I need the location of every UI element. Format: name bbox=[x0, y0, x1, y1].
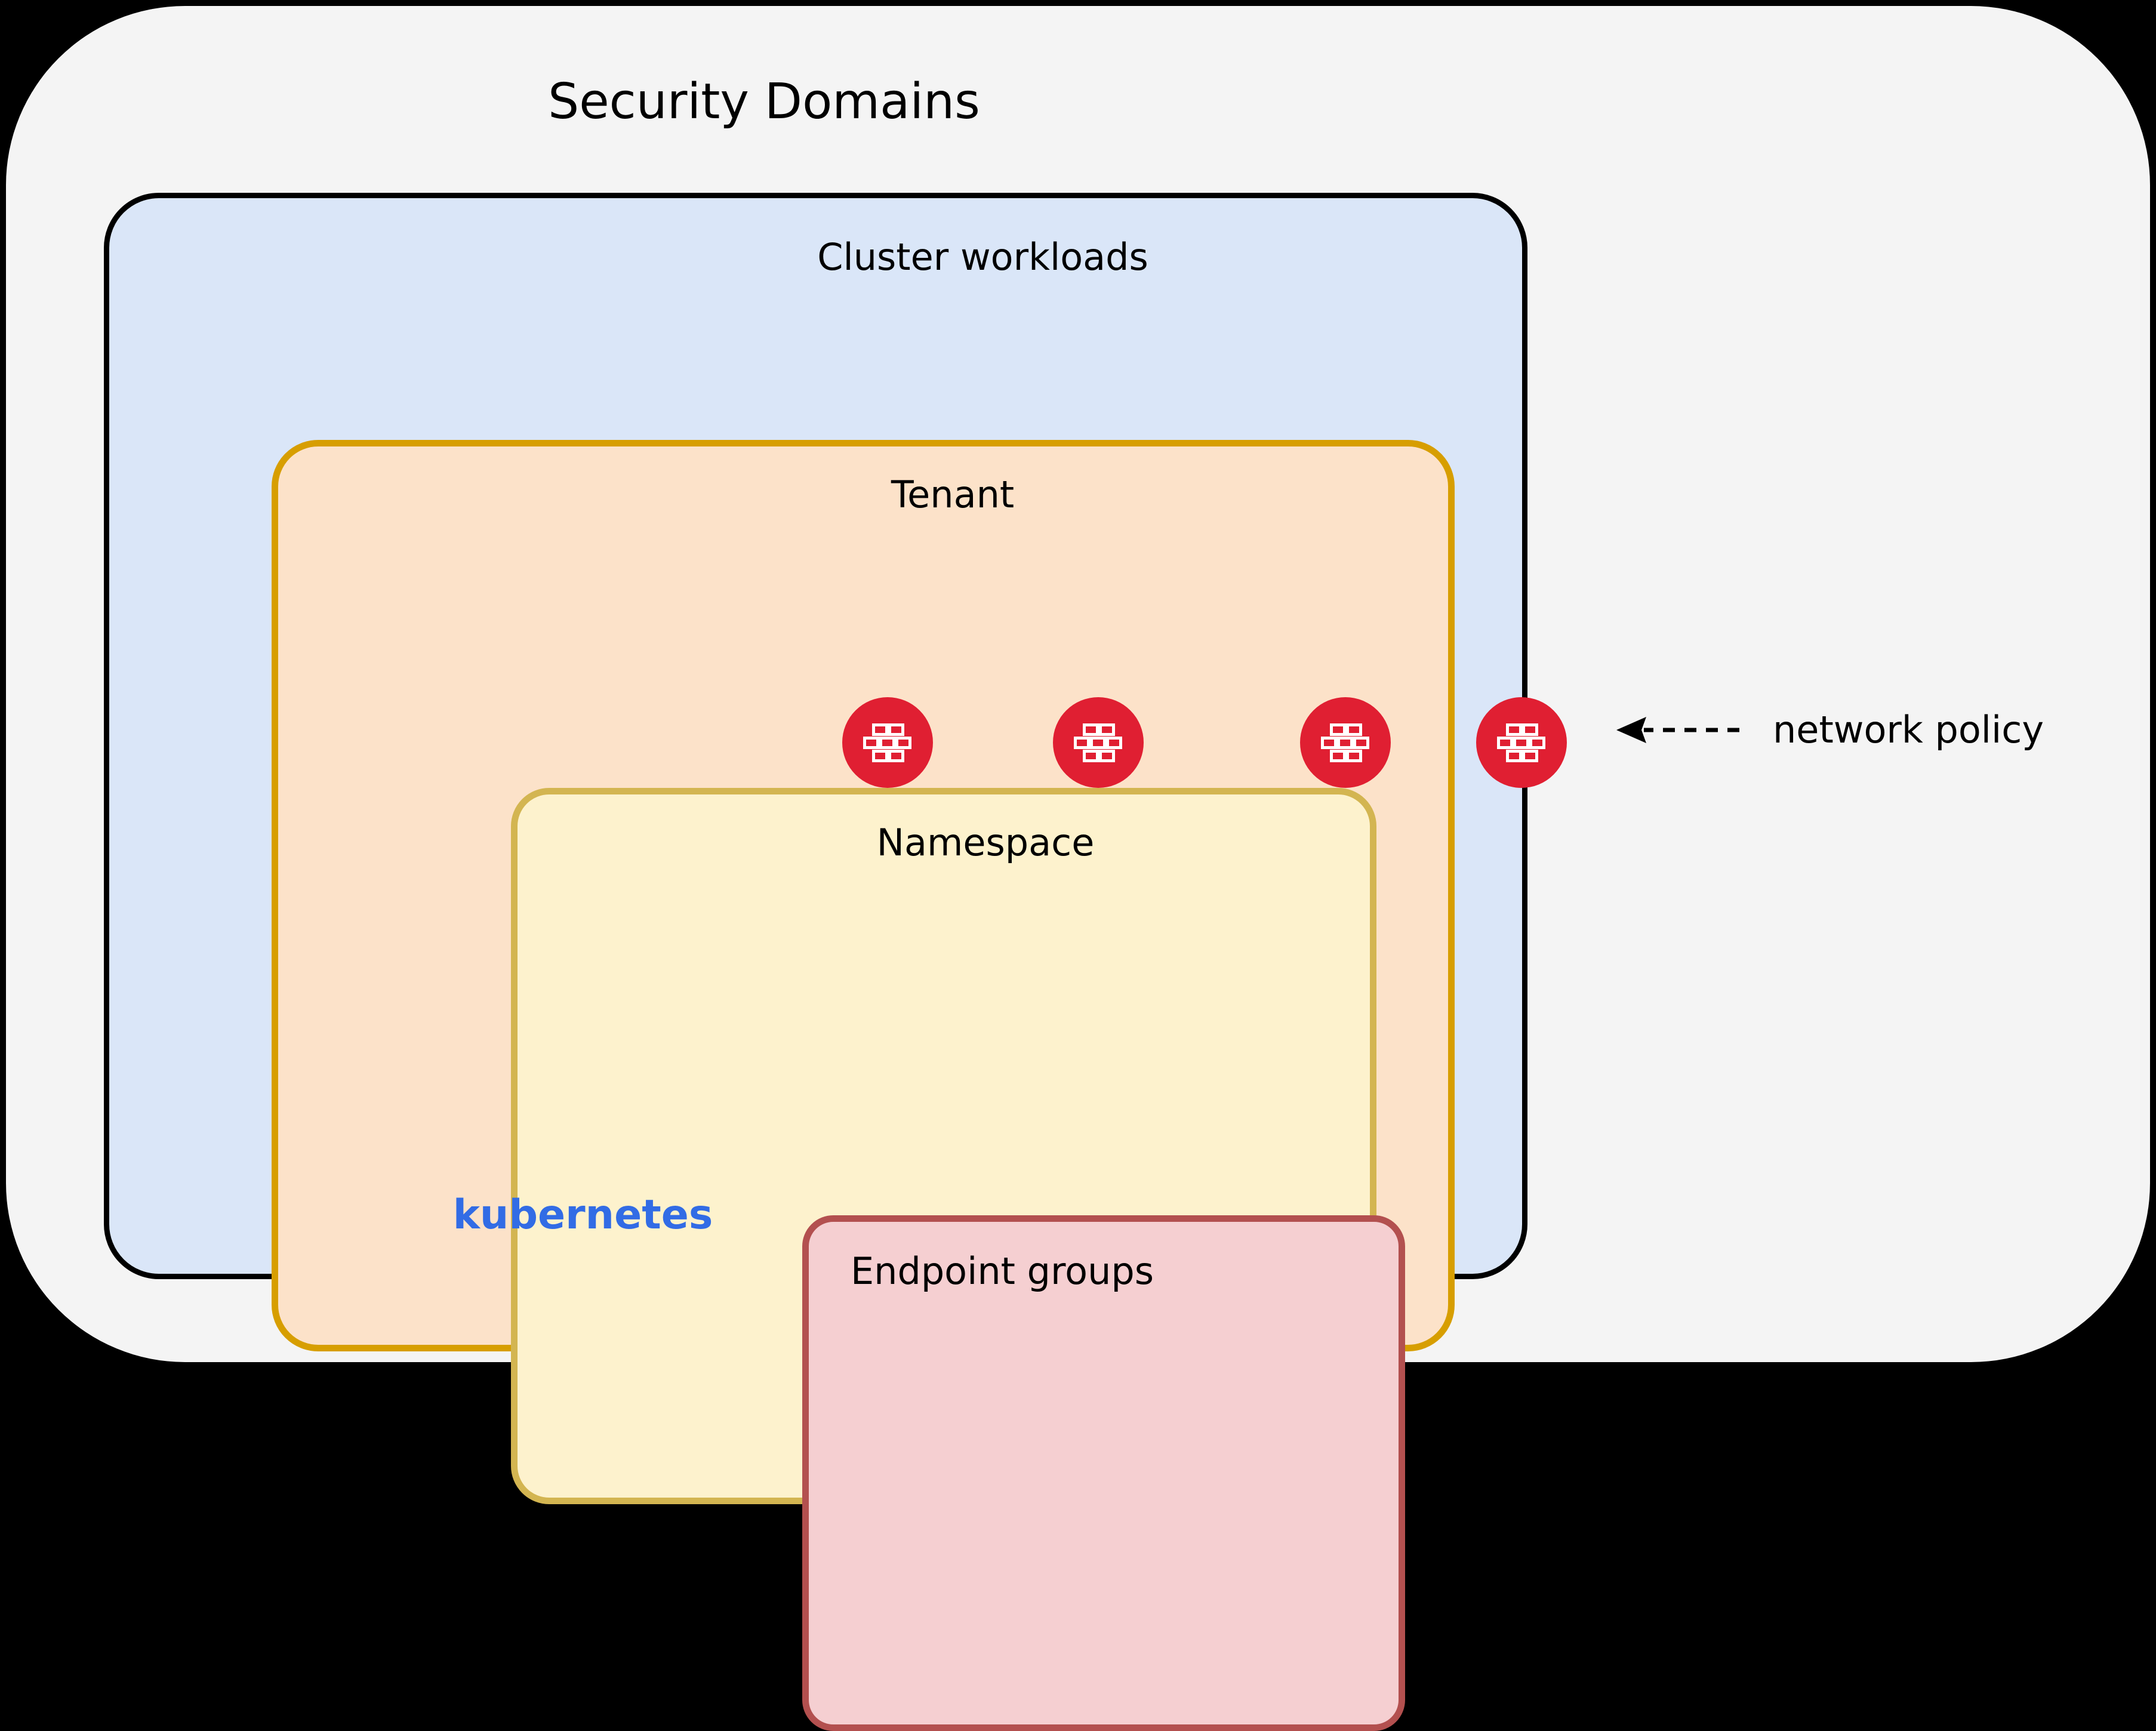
page-title: Security Domains bbox=[548, 73, 980, 130]
endpoint-groups-label: Endpoint groups bbox=[851, 1249, 1154, 1293]
tenant-label: Tenant bbox=[891, 473, 1015, 516]
network-policy-label: network policy bbox=[1773, 708, 2044, 751]
kubernetes-wordmark: kubernetes bbox=[452, 1191, 713, 1239]
diagram-canvas: Security Domains Cluster workloads Tenan… bbox=[6, 6, 2150, 1731]
firewall-icon-tenant-boundary[interactable] bbox=[1300, 697, 1391, 788]
firewall-brickwall-icon bbox=[1497, 723, 1545, 762]
firewall-icon-cluster-boundary[interactable] bbox=[1476, 697, 1567, 788]
namespace-box[interactable]: Namespace Endpoint groups bbox=[511, 788, 1405, 1731]
namespace-label: Namespace bbox=[876, 821, 1095, 864]
dashed-left-arrow-icon bbox=[1616, 717, 1739, 743]
firewall-icon-endpoint-boundary[interactable] bbox=[842, 697, 933, 788]
cluster-workloads-label: Cluster workloads bbox=[817, 235, 1148, 279]
outer-panel: Security Domains Cluster workloads Tenan… bbox=[6, 6, 2150, 1731]
network-policy-annotation: network policy bbox=[1607, 703, 2044, 757]
firewall-brickwall-icon bbox=[863, 723, 911, 762]
firewall-brickwall-icon bbox=[1074, 723, 1122, 762]
firewall-brickwall-icon bbox=[1321, 723, 1369, 762]
endpoint-groups-box[interactable]: Endpoint groups bbox=[802, 1215, 1405, 1731]
firewall-icon-namespace-boundary[interactable] bbox=[1053, 697, 1144, 788]
